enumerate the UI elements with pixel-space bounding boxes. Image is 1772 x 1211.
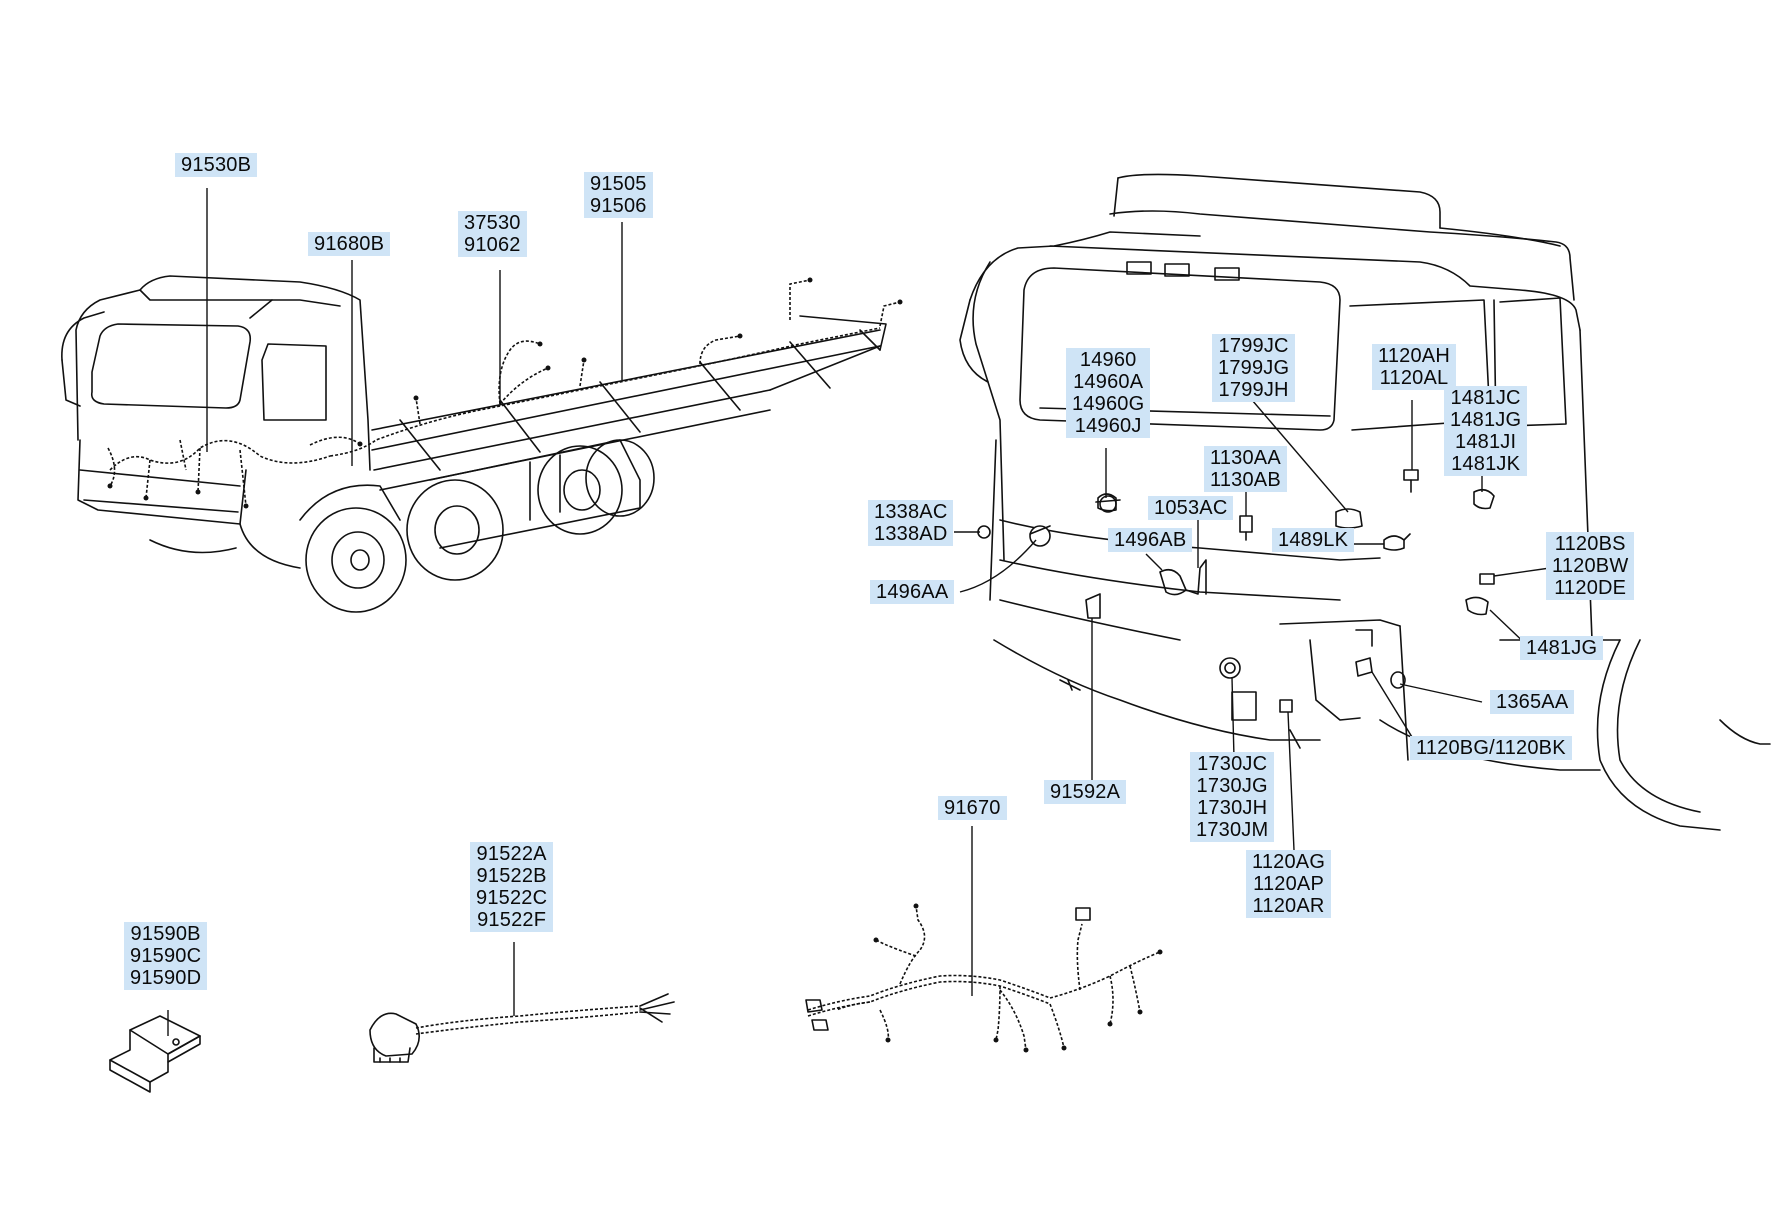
callout-1496aa: 1496AA: [870, 580, 955, 604]
part-number: 1130AB: [1210, 469, 1281, 491]
part-number: 1481JC: [1450, 387, 1521, 409]
part-number: 14960: [1079, 349, 1137, 371]
part-number: 1120AH: [1378, 345, 1450, 367]
callout-91590: 91590B 91590C 91590D: [124, 922, 208, 990]
part-number: 1120BS: [1554, 533, 1626, 555]
callout-91522: 91522A 91522B 91522C 91522F: [470, 842, 554, 932]
part-number: 1481JK: [1451, 453, 1521, 475]
chassis-wiring-drawing: [107, 277, 903, 509]
part-number: 91522F: [477, 909, 547, 931]
part-number: 1481JG: [1526, 637, 1598, 659]
part-number: 91680B: [314, 233, 385, 255]
callout-1130aa-1130ab: 1130AA 1130AB: [1204, 446, 1287, 492]
callout-1053ac: 1053AC: [1148, 496, 1234, 520]
part-number: 1730JG: [1196, 775, 1268, 797]
cab-hardware-drawing: [977, 469, 1495, 713]
part-number: 1730JC: [1197, 753, 1268, 775]
callout-91530b: 91530B: [175, 153, 258, 177]
part-number: 91522B: [476, 865, 547, 887]
callout-37530-91062: 37530 91062: [458, 211, 527, 257]
part-number: 91590B: [130, 923, 201, 945]
callout-1481: 1481JC 1481JG 1481JI 1481JK: [1444, 386, 1528, 476]
part-number: 1130AA: [1210, 447, 1281, 469]
part-number: 1730JH: [1197, 797, 1268, 819]
bracket-drawing: [109, 1015, 201, 1093]
part-number: 91530B: [181, 154, 252, 176]
part-number: 1496AA: [876, 581, 949, 603]
callout-1120ag: 1120AG 1120AP 1120AR: [1246, 850, 1332, 918]
callout-91670: 91670: [938, 796, 1007, 820]
part-number: 91522C: [476, 887, 548, 909]
part-number: 1120AL: [1379, 367, 1449, 389]
callout-91592a: 91592A: [1044, 780, 1127, 804]
callout-1120bs: 1120BS 1120BW 1120DE: [1546, 532, 1635, 600]
part-number: 1730JM: [1196, 819, 1269, 841]
part-number: 1799JC: [1218, 335, 1289, 357]
part-number: 1120BG/1120BK: [1416, 737, 1566, 759]
part-number: 1120AP: [1253, 873, 1324, 895]
part-number: 91670: [944, 797, 1001, 819]
part-number: 91522A: [476, 843, 547, 865]
part-number: 1489LK: [1278, 529, 1349, 551]
part-number: 91590D: [130, 967, 202, 989]
part-number: 14960A: [1073, 371, 1144, 393]
callout-1120ah-1120al: 1120AH 1120AL: [1372, 344, 1456, 390]
truck-chassis-drawing: [61, 275, 887, 613]
part-number: 37530: [464, 212, 521, 234]
part-number: 1053AC: [1154, 497, 1228, 519]
part-number: 1120BW: [1552, 555, 1629, 577]
callout-1496ab: 1496AB: [1108, 528, 1193, 552]
callout-91680b: 91680B: [308, 232, 391, 256]
part-number: 91506: [590, 195, 647, 217]
part-number: 14960G: [1072, 393, 1145, 415]
part-number: 1799JG: [1218, 357, 1290, 379]
part-number: 1120AR: [1252, 895, 1325, 917]
cab-front-drawing: [959, 173, 1771, 831]
part-number: 1481JI: [1455, 431, 1517, 453]
part-number: 1338AD: [874, 523, 948, 545]
part-number: 1120AG: [1252, 851, 1326, 873]
part-number: 91505: [590, 173, 647, 195]
connector-harness-drawing: [369, 993, 675, 1063]
part-number: 91590C: [130, 945, 202, 967]
callout-91505-91506: 91505 91506: [584, 172, 653, 218]
part-number: 1799JH: [1218, 379, 1289, 401]
part-number: 91062: [464, 234, 521, 256]
callout-1799: 1799JC 1799JG 1799JH: [1212, 334, 1296, 402]
leader-lines: [167, 188, 1551, 1036]
part-number: 1120DE: [1554, 577, 1627, 599]
part-number: 14960J: [1074, 415, 1142, 437]
part-number: 1338AC: [874, 501, 948, 523]
callout-1120bg-1120bk: 1120BG/1120BK: [1410, 736, 1572, 760]
callout-1481jg: 1481JG: [1520, 636, 1604, 660]
callout-1365aa: 1365AA: [1490, 690, 1575, 714]
callout-1338ac-1338ad: 1338AC 1338AD: [868, 500, 954, 546]
main-harness-drawing: [805, 903, 1163, 1053]
part-number: 1481JG: [1450, 409, 1522, 431]
part-number: 91592A: [1050, 781, 1121, 803]
callout-1489lk: 1489LK: [1272, 528, 1355, 552]
callout-1730: 1730JC 1730JG 1730JH 1730JM: [1190, 752, 1275, 842]
part-number: 1496AB: [1114, 529, 1187, 551]
callout-14960: 14960 14960A 14960G 14960J: [1066, 348, 1151, 438]
part-number: 1365AA: [1496, 691, 1569, 713]
